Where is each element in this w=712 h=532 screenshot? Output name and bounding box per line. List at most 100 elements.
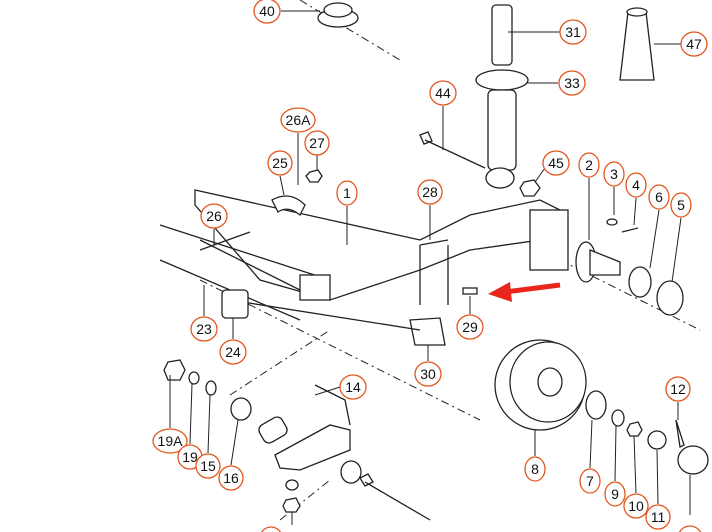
callout-40: 40 (253, 0, 281, 24)
svg-text:5: 5 (677, 197, 685, 213)
svg-text:33: 33 (564, 75, 580, 91)
nut-part (305, 169, 323, 183)
callout-25: 25 (267, 150, 293, 176)
callout-44: 44 (429, 80, 457, 106)
svg-text:3: 3 (610, 166, 618, 182)
boot-part (619, 7, 655, 81)
callout-8: 8 (524, 456, 546, 482)
nut-part (163, 359, 186, 381)
svg-text:47: 47 (686, 36, 702, 52)
callout-6: 6 (648, 184, 670, 210)
svg-text:40: 40 (259, 3, 275, 19)
shock-absorber-part (475, 4, 529, 189)
washer-part (205, 380, 217, 396)
callout-7: 7 (579, 468, 601, 494)
svg-text:45: 45 (548, 155, 564, 171)
callout-27: 27 (304, 130, 330, 156)
callout-29: 29 (456, 314, 484, 340)
callout-12: 12 (665, 376, 691, 402)
bolt-part (419, 131, 486, 169)
callout-26a: 26A (280, 107, 316, 133)
washer-part (230, 397, 252, 421)
callout-partial (261, 526, 281, 532)
callout-31: 31 (559, 19, 587, 45)
callout-9: 9 (604, 481, 626, 507)
svg-text:4: 4 (632, 177, 640, 193)
axis-line (199, 279, 481, 421)
svg-text:1: 1 (343, 185, 351, 201)
callout-3: 3 (603, 161, 625, 187)
nut-part (282, 497, 301, 513)
bracket-outline (314, 384, 351, 426)
svg-text:12: 12 (670, 381, 686, 397)
bushing-part (258, 416, 288, 444)
callout-10: 10 (623, 493, 649, 519)
svg-text:9: 9 (611, 486, 619, 502)
callout-15: 15 (195, 453, 221, 479)
bolt-part (359, 473, 431, 521)
callout-24: 24 (219, 339, 247, 365)
svg-text:26: 26 (206, 208, 222, 224)
axis-line (559, 259, 701, 331)
axis-line (299, 0, 401, 61)
washer-part (340, 460, 362, 484)
clamp-part (419, 239, 449, 305)
callout-33: 33 (558, 70, 586, 96)
svg-text:14: 14 (345, 379, 361, 395)
castle-nut-part (647, 430, 667, 450)
svg-text:29: 29 (462, 319, 478, 335)
svg-text:26A: 26A (286, 112, 312, 128)
svg-text:19A: 19A (158, 433, 184, 449)
svg-text:8: 8 (531, 461, 539, 477)
svg-text:24: 24 (225, 344, 241, 360)
svg-text:25: 25 (272, 155, 288, 171)
svg-text:16: 16 (223, 470, 239, 486)
nut-part (519, 179, 541, 197)
washer-part (285, 479, 299, 491)
svg-text:27: 27 (309, 135, 325, 151)
callout-47: 47 (680, 31, 708, 57)
callout-28: 28 (417, 179, 443, 205)
svg-text:10: 10 (628, 498, 644, 514)
svg-text:31: 31 (565, 24, 581, 40)
grease-cap-part (677, 445, 709, 475)
brake-drum-part (494, 339, 587, 431)
svg-text:2: 2 (585, 157, 593, 173)
washer-part (188, 371, 200, 385)
callout-26: 26 (200, 203, 228, 229)
svg-text:13: 13 (682, 530, 698, 532)
spring-seat-part (317, 2, 359, 28)
callout-11: 11 (645, 504, 671, 530)
callout-23: 23 (190, 316, 218, 342)
washer-part (611, 409, 625, 427)
callout-13: 13 (678, 525, 702, 532)
axis-line (229, 329, 331, 396)
callout-4: 4 (625, 172, 647, 198)
svg-text:11: 11 (651, 509, 666, 525)
red-arrow-indicator (488, 282, 561, 302)
callout-14: 14 (339, 374, 367, 400)
bushing-part (221, 289, 249, 319)
svg-text:7: 7 (586, 473, 594, 489)
axle-beam-part (159, 189, 569, 346)
bracket-part (271, 195, 306, 217)
nut-part (626, 421, 643, 437)
svg-text:23: 23 (196, 321, 212, 337)
stub-axle-part (575, 218, 684, 316)
callout-1: 1 (336, 180, 358, 206)
callout-45: 45 (542, 150, 570, 176)
svg-text:44: 44 (435, 85, 451, 101)
clip-part (462, 287, 478, 295)
svg-text:15: 15 (200, 458, 216, 474)
svg-text:28: 28 (422, 184, 438, 200)
callout-30: 30 (414, 361, 442, 387)
bearing-part (585, 390, 607, 420)
screw-part (199, 231, 251, 251)
callout-2: 2 (578, 152, 600, 178)
cotter-pin-part (675, 419, 685, 448)
svg-text:19: 19 (182, 449, 198, 465)
callout-5: 5 (670, 192, 692, 218)
mount-bracket-part (274, 424, 351, 471)
